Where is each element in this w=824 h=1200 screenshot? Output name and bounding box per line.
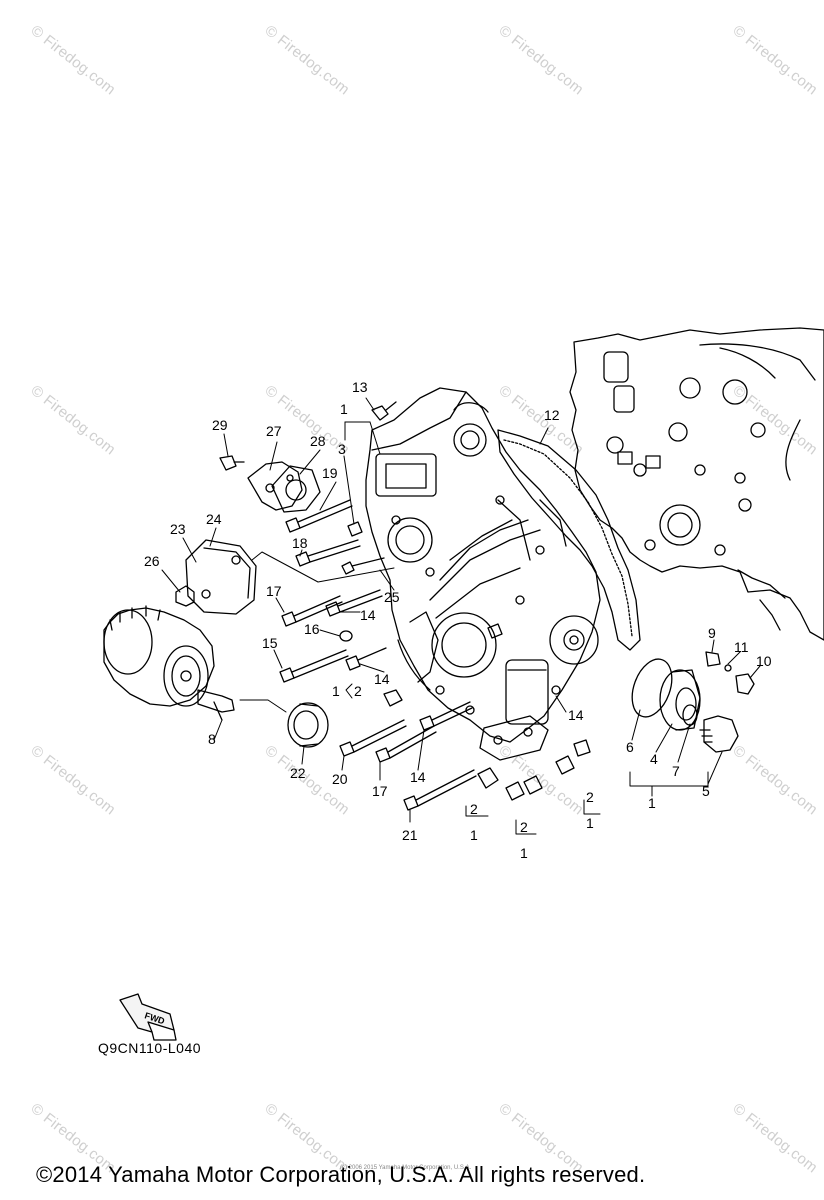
callout-14: 14 xyxy=(360,607,376,623)
callout-1: 1 xyxy=(520,845,528,861)
callout-1: 1 xyxy=(470,827,478,843)
callout-16: 16 xyxy=(304,621,320,637)
callout-14: 14 xyxy=(410,769,426,785)
callout-2: 2 xyxy=(354,683,362,699)
callout-23: 23 xyxy=(170,521,186,537)
callout-labels: 13 1 12 29 27 28 3 19 23 24 26 18 25 17 … xyxy=(144,379,772,861)
callout-17: 17 xyxy=(266,583,282,599)
callout-17: 17 xyxy=(372,783,388,799)
leader-lines xyxy=(161,397,761,835)
callout-8: 8 xyxy=(208,731,216,747)
callout-27: 27 xyxy=(266,423,282,439)
cover-plate xyxy=(185,539,257,615)
small-print: (c) 2006 2015 Yamaha Motor Corporation, … xyxy=(340,1165,472,1171)
callout-20: 20 xyxy=(332,771,348,787)
callout-1: 1 xyxy=(340,401,348,417)
callout-22: 22 xyxy=(290,765,306,781)
callout-14: 14 xyxy=(568,707,584,723)
engine-block xyxy=(569,327,824,641)
callout-18: 18 xyxy=(292,535,308,551)
callout-25: 25 xyxy=(384,589,400,605)
bolts xyxy=(219,401,591,811)
callout-14: 14 xyxy=(374,671,390,687)
callout-28: 28 xyxy=(310,433,326,449)
cap xyxy=(659,669,701,731)
drain-plug xyxy=(699,715,739,753)
model-code: Q9CN110-L040 xyxy=(98,1040,202,1056)
callout-2: 2 xyxy=(470,801,478,817)
fwd-arrow-icon xyxy=(119,993,177,1041)
callout-10: 10 xyxy=(756,653,772,669)
callout-24: 24 xyxy=(206,511,222,527)
callout-26: 26 xyxy=(144,553,160,569)
callout-29: 29 xyxy=(212,417,228,433)
callout-19: 19 xyxy=(322,465,338,481)
callout-1: 1 xyxy=(332,683,340,699)
callout-15: 15 xyxy=(262,635,278,651)
callout-9: 9 xyxy=(708,625,716,641)
callout-21: 21 xyxy=(402,827,418,843)
copyright-footer: ©2014 Yamaha Motor Corporation, U.S.A. A… xyxy=(36,1162,646,1187)
callout-1: 1 xyxy=(586,815,594,831)
callout-3: 3 xyxy=(338,441,346,457)
callout-1: 1 xyxy=(648,795,656,811)
callout-11: 11 xyxy=(734,639,749,655)
callout-13: 13 xyxy=(352,379,368,395)
callout-2: 2 xyxy=(520,819,528,835)
oil-seal xyxy=(287,702,329,748)
callout-12: 12 xyxy=(544,407,560,423)
cap-nut xyxy=(735,673,755,695)
gasket xyxy=(497,429,641,651)
timing-case-cover xyxy=(365,387,601,761)
oil-filter xyxy=(103,605,235,721)
callout-6: 6 xyxy=(626,739,634,755)
callout-5: 5 xyxy=(702,783,710,799)
callout-7: 7 xyxy=(672,763,680,779)
nut xyxy=(175,585,195,607)
callout-4: 4 xyxy=(650,751,658,767)
callout-2: 2 xyxy=(586,789,594,805)
housing-flange xyxy=(247,461,321,513)
o-ring-small xyxy=(682,704,698,726)
o-ring xyxy=(631,658,673,718)
washer-small xyxy=(724,664,732,672)
nipple xyxy=(705,651,721,667)
